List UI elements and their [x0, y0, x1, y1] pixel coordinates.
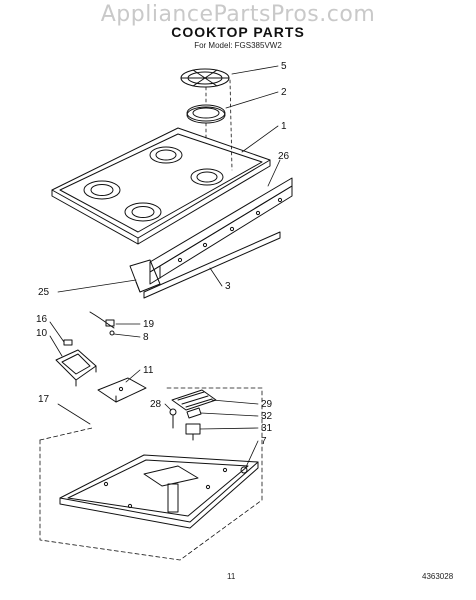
burner-grate: [180, 68, 230, 88]
document-number: 4363028: [422, 572, 454, 581]
callout-17: 17: [38, 394, 50, 405]
mounting-bracket: [97, 377, 147, 403]
callout-3: 3: [225, 281, 231, 292]
screw: [169, 408, 177, 429]
cooktop-panel: [51, 127, 271, 245]
lower-strip: [143, 231, 281, 299]
callout-26: 26: [278, 151, 290, 162]
callout-2: 2: [281, 87, 287, 98]
callout-5: 5: [281, 61, 287, 72]
side-bracket: [129, 259, 161, 293]
front-trim-bar: [149, 177, 293, 285]
callout-7: 7: [261, 436, 267, 447]
page-number: 11: [227, 572, 236, 581]
burner-ring: [186, 104, 226, 124]
alignment-dashes: [205, 79, 233, 171]
callout-19: 19: [143, 319, 155, 330]
diagram-title: COOKTOP PARTS: [171, 24, 305, 40]
callout-31: 31: [261, 423, 273, 434]
leader-lines: [49, 65, 281, 468]
callout-16: 16: [36, 314, 48, 325]
callout-10: 10: [36, 328, 48, 339]
model-line: For Model: FGS385VW2: [194, 41, 282, 50]
switch-module: [171, 389, 217, 411]
watermark-text: AppliancePartsPros.com: [100, 2, 376, 27]
callout-32: 32: [261, 411, 273, 422]
igniter-wire-assembly: [89, 311, 115, 336]
callout-11: 11: [143, 365, 154, 376]
callout-1: 1: [281, 121, 287, 132]
base-pan: [39, 387, 263, 561]
valve-regulator: [55, 339, 97, 387]
callout-28: 28: [150, 399, 162, 410]
callout-29: 29: [261, 399, 273, 410]
callout-25: 25: [38, 287, 50, 298]
fastener: [240, 466, 248, 474]
clip: [186, 407, 202, 419]
callout-8: 8: [143, 332, 149, 343]
callouts: 5 2 1 26 25 3 16 10 19 8 11 17 28 29 32 …: [36, 61, 290, 447]
terminal-block: [185, 423, 201, 441]
